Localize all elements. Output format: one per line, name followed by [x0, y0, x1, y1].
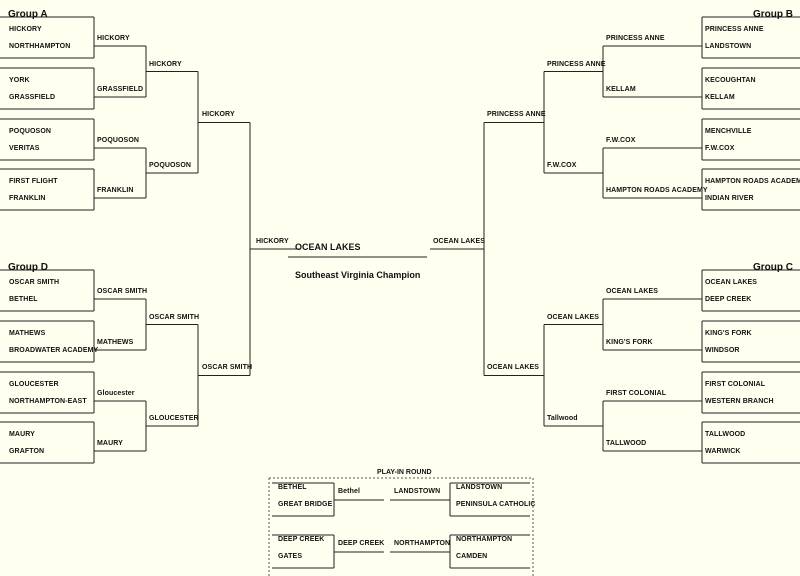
group-b-r1-team: F.W.COX — [705, 145, 735, 152]
play-in-g3-winner: LANDSTOWN — [394, 488, 441, 495]
play-in-g2-team: DEEP CREEK — [278, 536, 325, 543]
group-d-r1-team: MAURY — [9, 431, 35, 438]
play-in-title: PLAY-IN ROUND — [377, 469, 432, 476]
group-b-r2-team: PRINCESS ANNE — [606, 35, 665, 42]
group-a-r2-team: HICKORY — [97, 35, 130, 42]
group-a-r1-team: GRASSFIELD — [9, 94, 56, 101]
group-b-r1-team: LANDSTOWN — [705, 43, 752, 50]
group-a-r2-team: FRANKLIN — [97, 187, 134, 194]
group-c-r2-team: TALLWOOD — [606, 440, 647, 447]
group-b-r3-team: PRINCESS ANNE — [547, 60, 606, 68]
group-d-r4-team: OSCAR SMITH — [202, 364, 253, 372]
group-a-r1-team: VERITAS — [9, 145, 40, 152]
play-in-g4-winner: NORTHAMPTON — [394, 540, 451, 547]
group-c-r2-team: OCEAN LAKES — [606, 288, 659, 295]
group-b-r2-team: HAMPTON ROADS ACADEMY — [606, 187, 708, 194]
group-c-r1-team: KING'S FORK — [705, 330, 752, 337]
play-in-g3-team: PENINSULA CATHOLIC — [456, 501, 536, 508]
group-c-r3-team: Tallwood — [547, 415, 578, 422]
group-a-r1-team: FIRST FLIGHT — [9, 178, 58, 185]
group-d-r1-team: NORTHAMPTON-EAST — [9, 398, 87, 405]
group-a-r1-team: YORK — [9, 77, 30, 84]
group-c-r1-team: WARWICK — [705, 448, 741, 455]
group-b-label: Group B — [753, 9, 793, 20]
left-final-team: HICKORY — [256, 237, 289, 245]
group-d-r1-team: BROADWATER ACADEMY — [9, 347, 99, 354]
group-c-r3-team: OCEAN LAKES — [547, 313, 600, 321]
group-a-r2-team: POQUOSON — [97, 137, 140, 144]
group-b-r1-team: KELLAM — [705, 94, 735, 101]
group-d-r1-team: BETHEL — [9, 296, 38, 303]
group-c-r1-team: WESTERN BRANCH — [705, 398, 774, 405]
play-in-g4-team: CAMDEN — [456, 553, 488, 560]
group-d-r2-team: OSCAR SMITH — [97, 288, 148, 295]
champion-name: OCEAN LAKES — [295, 242, 361, 252]
group-b-r1-team: HAMPTON ROADS ACADEMY — [705, 178, 800, 185]
play-in-g4-team: NORTHAMPTON — [456, 536, 513, 543]
group-b-r2-team: KELLAM — [606, 86, 636, 93]
center-final-team: OCEAN LAKES — [433, 237, 486, 245]
group-b-r4-team: PRINCESS ANNE — [487, 111, 546, 119]
group-d-r2-team: MATHEWS — [97, 339, 134, 346]
champion-title: Southeast Virginia Champion — [295, 270, 421, 280]
group-a-r3-team: HICKORY — [149, 60, 182, 68]
group-c-r1-team: DEEP CREEK — [705, 296, 752, 303]
group-d-r3-team: GLOUCESTER — [149, 415, 199, 422]
group-a-r1-team: HICKORY — [9, 26, 42, 33]
group-b-r2-team: F.W.COX — [606, 137, 636, 144]
group-a-r4-team: HICKORY — [202, 111, 235, 119]
group-b-r1-team: INDIAN RIVER — [705, 195, 754, 202]
group-a-r1-team: FRANKLIN — [9, 195, 46, 202]
group-c-r1-team: WINDSOR — [705, 347, 740, 354]
play-in-g3-team: LANDSTOWN — [456, 484, 503, 491]
play-in-g2-winner: DEEP CREEK — [338, 540, 385, 547]
group-b-r1-team: KECOUGHTAN — [705, 77, 756, 84]
play-in-g1-team: BETHEL — [278, 484, 307, 491]
group-d-r1-team: OSCAR SMITH — [9, 279, 60, 286]
group-a-r1-team: POQUOSON — [9, 128, 52, 135]
group-c-r1-team: FIRST COLONIAL — [705, 381, 766, 388]
group-c-r2-team: FIRST COLONIAL — [606, 390, 667, 397]
group-c-r1-team: TALLWOOD — [705, 431, 746, 438]
group-a-r3-team: POQUOSON — [149, 162, 192, 169]
group-a-r1-team: NORTHHAMPTON — [9, 43, 71, 50]
group-d-r1-team: GLOUCESTER — [9, 381, 59, 388]
group-a-label: Group A — [8, 9, 48, 20]
group-d-r3-team: OSCAR SMITH — [149, 313, 200, 321]
group-d-label: Group D — [8, 262, 48, 273]
group-d-r1-team: MATHEWS — [9, 330, 46, 337]
group-a-r2-team: GRASSFIELD — [97, 86, 144, 93]
group-c-r1-team: OCEAN LAKES — [705, 279, 758, 286]
group-c-label: Group C — [753, 262, 793, 273]
group-c-r4-team: OCEAN LAKES — [487, 364, 540, 372]
group-b-r1-team: PRINCESS ANNE — [705, 26, 764, 33]
play-in-g1-winner: Bethel — [338, 488, 360, 495]
group-d-r1-team: GRAFTON — [9, 448, 45, 455]
group-b-r1-team: MENCHVILLE — [705, 128, 752, 135]
play-in-g2-team: GATES — [278, 553, 303, 560]
group-b-r3-team: F.W.COX — [547, 162, 577, 169]
group-d-r2-team: MAURY — [97, 440, 123, 447]
group-c-r2-team: KING'S FORK — [606, 339, 653, 346]
group-d-r2-team: Gloucester — [97, 390, 135, 397]
play-in-g1-team: GREAT BRIDGE — [278, 501, 333, 508]
